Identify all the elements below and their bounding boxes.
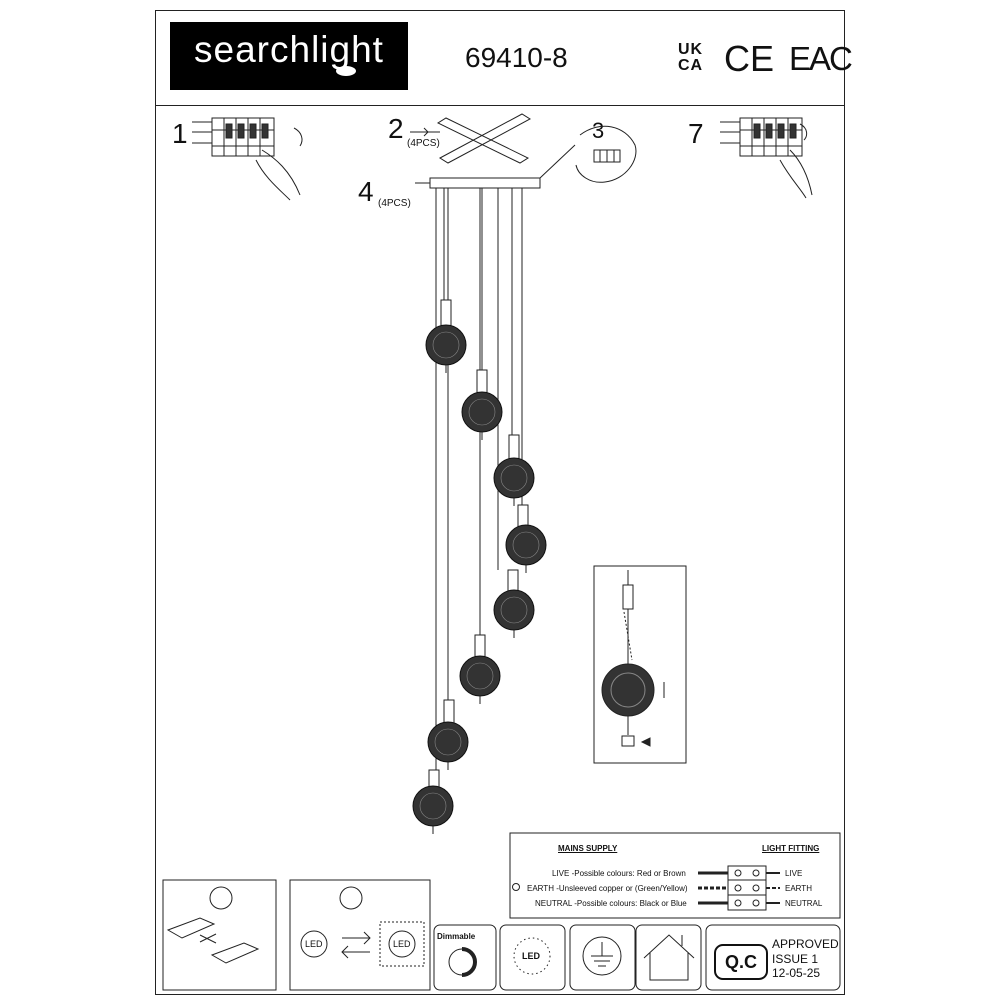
suspension-cables	[435, 188, 523, 770]
issue-text: ISSUE 1	[772, 952, 819, 966]
pendant-detail	[593, 565, 687, 764]
terminal-block-step-7	[720, 117, 813, 199]
fitting-neutral-label: NEUTRAL	[785, 899, 823, 908]
step-2-label: 2	[388, 113, 404, 144]
ukca-top: UK	[678, 41, 704, 58]
pendant-holders	[428, 299, 529, 797]
step-1-label: 1	[172, 118, 188, 149]
header-bar	[155, 10, 845, 106]
step-3-label: 3	[592, 118, 605, 143]
approval-date: 12-05-25	[772, 966, 821, 980]
dimmable-label: Dimmable	[437, 932, 476, 941]
logo-swoosh	[336, 66, 356, 76]
led-badge-label: LED	[522, 951, 540, 961]
led-after-label: LED	[393, 939, 411, 949]
wire-neutral-text: NEUTRAL -Possible colours: Black or Blue	[535, 899, 687, 908]
wiring-box	[509, 832, 841, 919]
bottom-badges	[162, 879, 841, 991]
mains-supply-title: MAINS SUPPLY	[558, 844, 618, 853]
assembly-illustration	[162, 113, 841, 991]
approved-text: APPROVED	[772, 937, 839, 951]
eac-mark: EAC	[789, 40, 853, 77]
step-7-label: 7	[688, 118, 704, 149]
step-4-label: 4	[358, 176, 374, 207]
led-before-label: LED	[305, 939, 323, 949]
light-fitting-title: LIGHT FITTING	[762, 844, 820, 853]
ceiling-canopy	[415, 125, 637, 189]
ce-mark: CE	[724, 38, 775, 79]
wire-live-text: LIVE -Possible colours: Red or Brown	[552, 869, 686, 878]
cross-bracket	[410, 113, 531, 164]
terminal-block-step-1	[192, 117, 303, 201]
qc-stamp: Q.C	[714, 944, 768, 980]
glass-globes	[412, 324, 547, 827]
model-number: 69410-8	[465, 42, 568, 73]
brand-logo: searchlight	[170, 22, 408, 90]
wire-earth-text: EARTH -Unsleeved copper or (Green/Yellow…	[527, 884, 688, 893]
ukca-mark: UK CA	[678, 42, 703, 74]
ukca-bottom: CA	[678, 57, 704, 74]
step-2-quantity: (4PCS)	[407, 138, 440, 149]
fitting-earth-label: EARTH	[785, 884, 812, 893]
step-4-quantity: (4PCS)	[378, 198, 411, 209]
fitting-live-label: LIVE	[785, 869, 803, 878]
